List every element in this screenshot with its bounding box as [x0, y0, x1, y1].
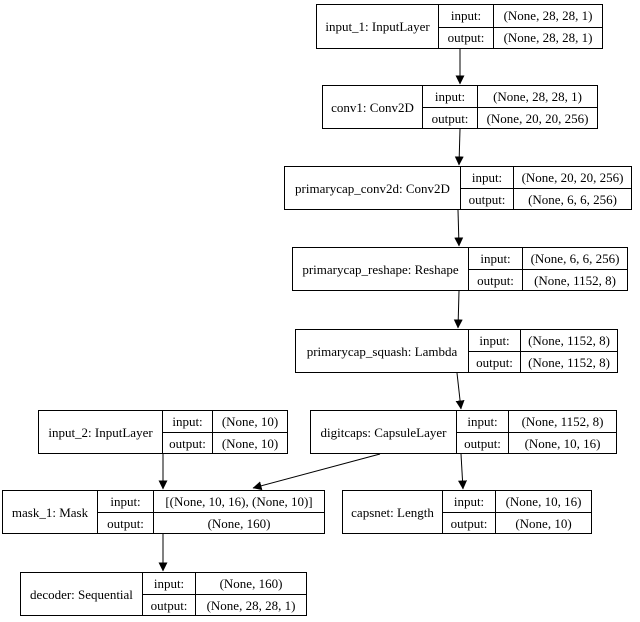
node-input_2: input_2: InputLayer input: (None, 10) ou… [38, 410, 288, 454]
output-label: output: [469, 351, 521, 372]
input-shape: [(None, 10, 16), (None, 10)] [165, 494, 313, 509]
input-shape: (None, 28, 28, 1) [493, 89, 582, 104]
input-shape: (None, 160) [219, 576, 283, 591]
node-decoder: decoder: Sequential input: (None, 160) o… [20, 572, 307, 616]
input-label: input: [469, 248, 523, 269]
input-label: input: [469, 330, 521, 351]
edge-conv1-primarycap_conv2d [454, 128, 464, 166]
output-shape: (None, 1152, 8) [523, 269, 627, 290]
layer-name: conv1: Conv2D [323, 86, 423, 128]
node-primarycap_reshape: primarycap_reshape: Reshape input: (None… [292, 247, 628, 291]
input-shape: (None, 10) [221, 414, 279, 429]
layer-name: input_2: InputLayer [39, 411, 163, 453]
output-label: output: [423, 107, 478, 128]
output-shape: (None, 28, 28, 1) [494, 26, 602, 49]
input-label: input: [439, 5, 494, 27]
node-primarycap_squash: primarycap_squash: Lambda input: (None, … [295, 329, 618, 373]
node-input_1: input_1: InputLayer input: (None, 28, 28… [316, 4, 603, 49]
output-label: output: [439, 26, 494, 48]
output-shape: (None, 1152, 8) [521, 351, 617, 372]
input-shape: (None, 28, 28, 1) [503, 8, 593, 24]
layer-name: primarycap_squash: Lambda [296, 330, 469, 372]
node-conv1: conv1: Conv2D input: (None, 28, 28, 1) o… [322, 85, 598, 129]
output-shape: (None, 10, 16) [509, 432, 616, 453]
edge-primarycap_conv2d-primarycap_reshape [454, 209, 464, 247]
input-shape: (None, 1152, 8) [528, 333, 610, 348]
output-shape: (None, 10) [213, 432, 287, 453]
input-shape: (None, 1152, 8) [521, 414, 604, 429]
output-label: output: [98, 512, 154, 533]
layer-name: capsnet: Length [343, 491, 443, 533]
node-capsnet: capsnet: Length input: (None, 10, 16) ou… [342, 490, 592, 534]
input-label: input: [457, 411, 509, 432]
layer-name: primarycap_conv2d: Conv2D [285, 167, 461, 209]
output-shape: (None, 28, 28, 1) [196, 594, 306, 615]
input-label: input: [423, 86, 478, 107]
edge-digitcaps-capsnet [458, 453, 468, 490]
output-shape: (None, 160) [154, 512, 324, 533]
output-shape: (None, 20, 20, 256) [478, 107, 597, 128]
layer-name: decoder: Sequential [21, 573, 143, 615]
edge-primarycap_squash-digitcaps [455, 372, 465, 410]
output-shape: (None, 6, 6, 256) [514, 188, 631, 209]
output-label: output: [143, 594, 196, 615]
input-label: input: [461, 167, 514, 188]
node-mask_1: mask_1: Mask input: [(None, 10, 16), (No… [2, 490, 325, 534]
layer-name: input_1: InputLayer [317, 5, 439, 48]
layer-name: primarycap_reshape: Reshape [293, 248, 469, 290]
input-label: input: [163, 411, 213, 432]
input-label: input: [98, 491, 154, 512]
node-digitcaps: digitcaps: CapsuleLayer input: (None, 11… [310, 410, 617, 454]
layer-name: digitcaps: CapsuleLayer [311, 411, 457, 453]
output-label: output: [457, 432, 509, 453]
output-label: output: [443, 512, 496, 533]
input-label: input: [143, 573, 196, 594]
output-shape: (None, 10) [496, 512, 591, 533]
output-label: output: [163, 432, 213, 453]
edge-digitcaps-mask_1 [252, 453, 381, 491]
output-label: output: [469, 269, 523, 290]
input-shape: (None, 20, 20, 256) [521, 170, 624, 185]
input-shape: (None, 6, 6, 256) [530, 251, 620, 266]
input-shape: (None, 10, 16) [505, 494, 582, 509]
layer-name: mask_1: Mask [3, 491, 98, 533]
edge-primarycap_reshape-primarycap_squash [453, 290, 463, 329]
output-label: output: [461, 188, 514, 209]
input-label: input: [443, 491, 496, 512]
node-primarycap_conv2d: primarycap_conv2d: Conv2D input: (None, … [284, 166, 632, 210]
